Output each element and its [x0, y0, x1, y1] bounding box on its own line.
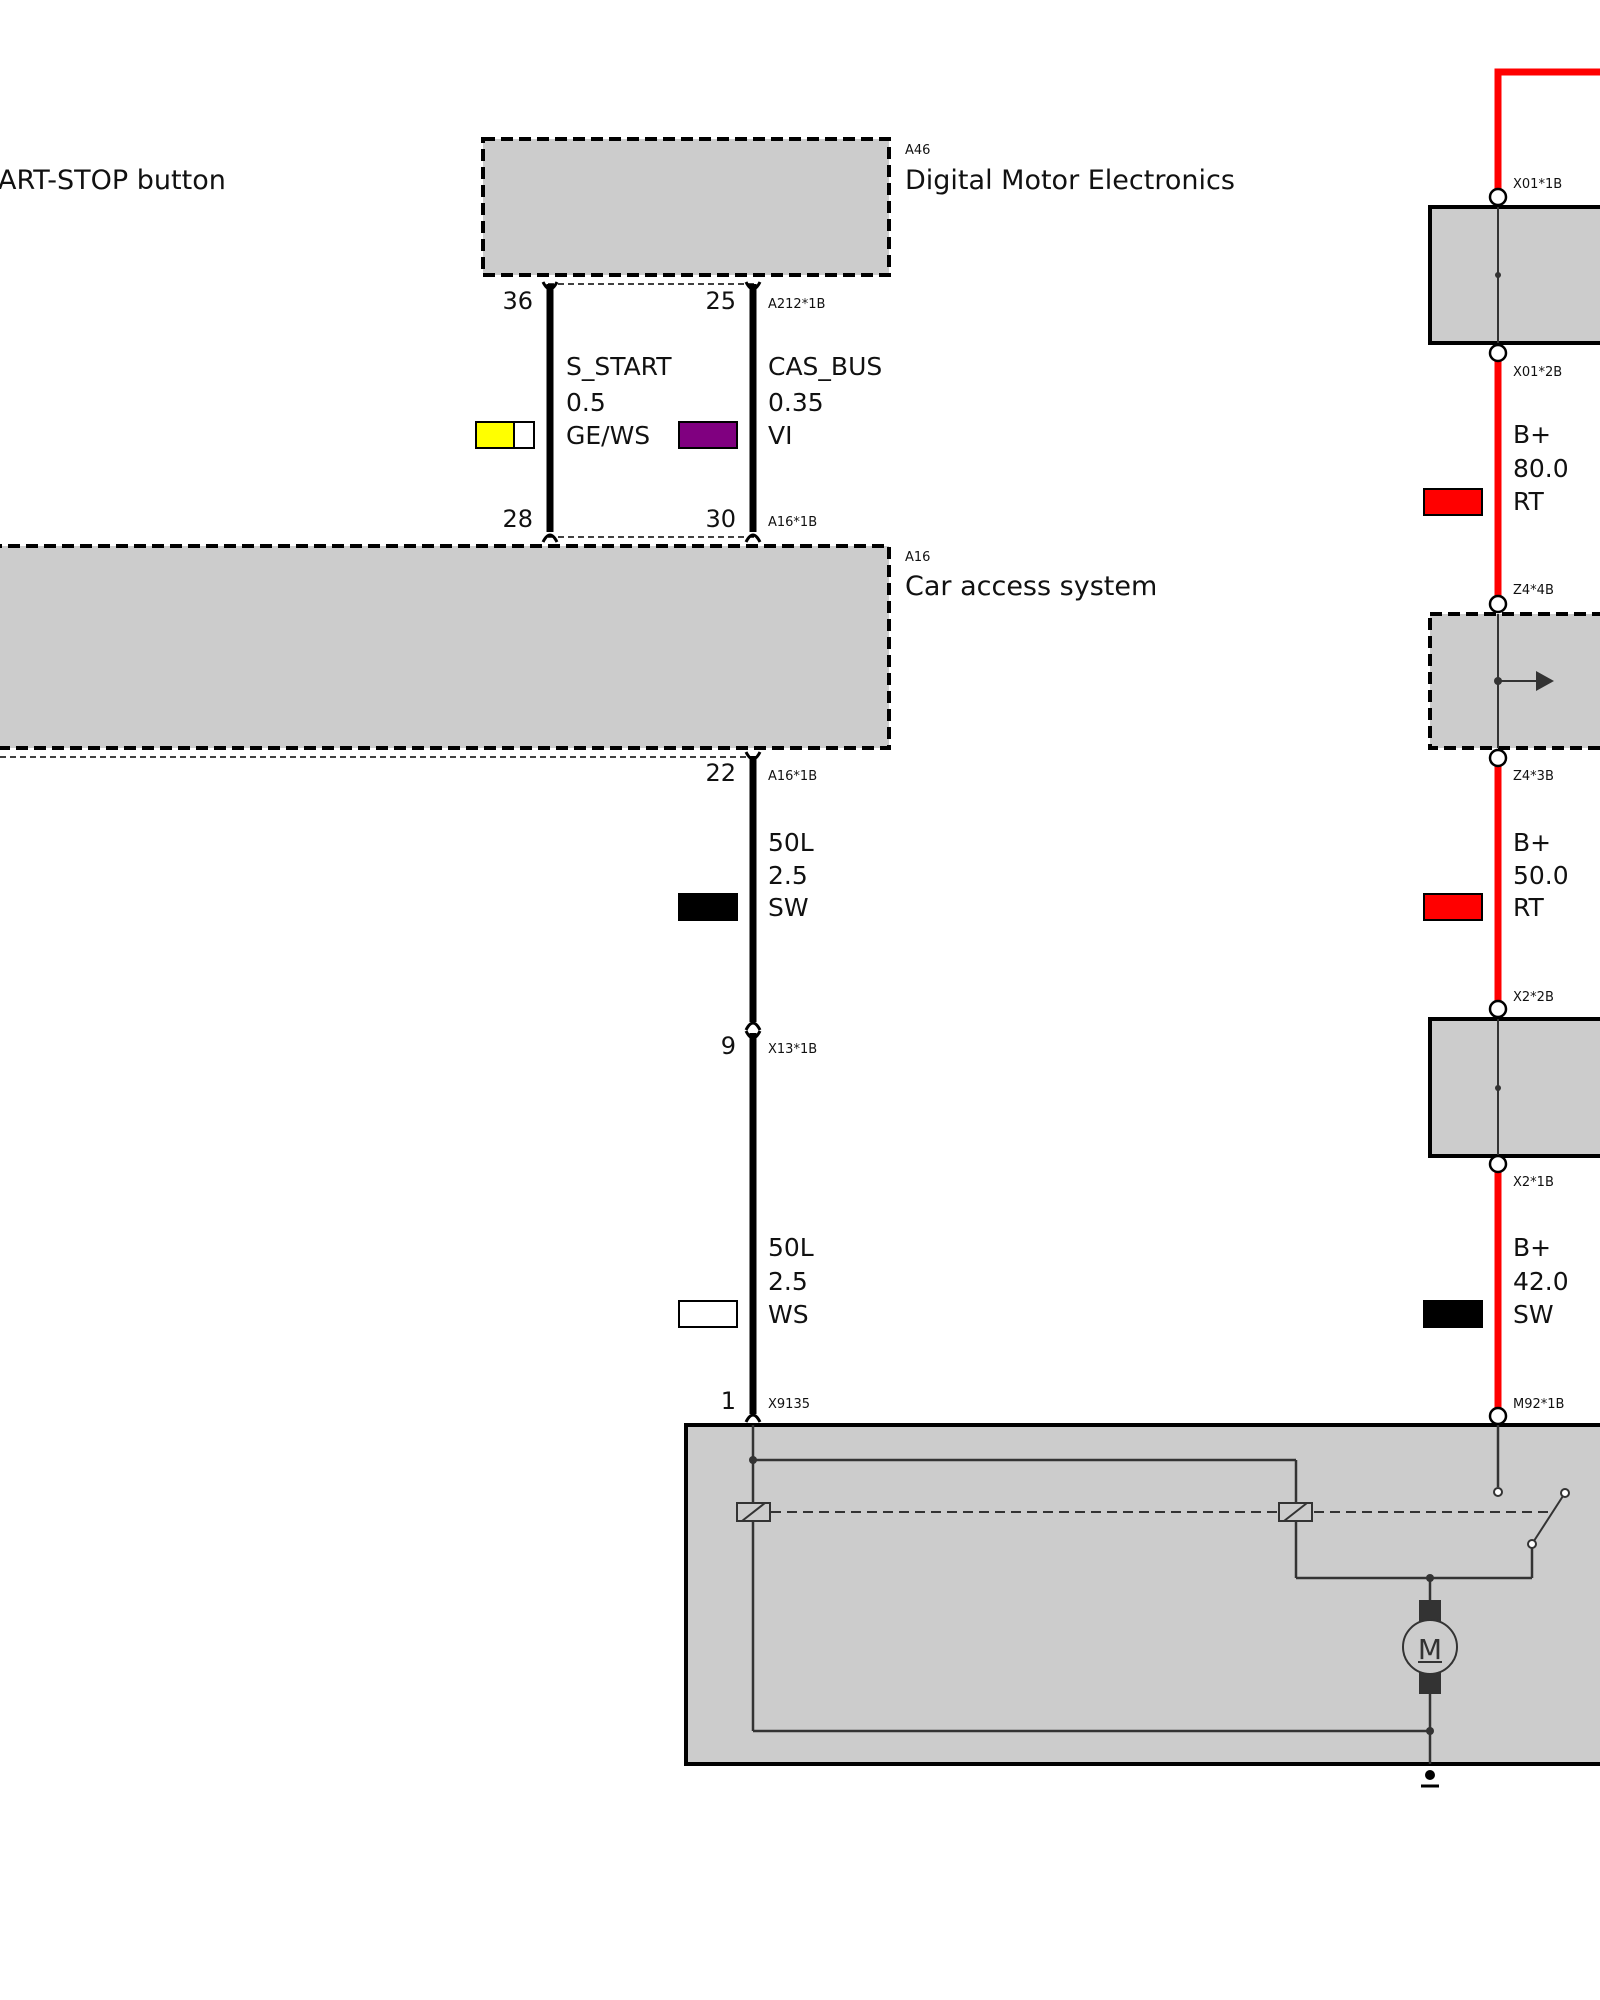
relay-coil-icon [1278, 1502, 1313, 1522]
wire-swatch-s-start [475, 421, 535, 449]
starter-box [684, 1423, 1600, 1766]
wire-bplus-80-color: RT [1513, 487, 1545, 516]
cas-name: Car access system [905, 571, 1157, 602]
wire-bplus-80-size: 80.0 [1513, 454, 1569, 483]
switch-icon [1493, 1487, 1570, 1549]
wire-swatch-l50-ws [678, 1300, 738, 1328]
terminal-x01-2b[interactable] [1488, 343, 1508, 363]
ground-icon [1421, 1770, 1439, 1788]
wire-50l-ws-size: 2.5 [768, 1267, 808, 1296]
dme-name: Digital Motor Electronics [905, 165, 1235, 196]
wire-50l-sw-color: SW [768, 893, 809, 922]
pin-9: 9 [721, 1032, 736, 1060]
wire-s-start-color: GE/WS [566, 421, 650, 450]
connector-a16-1b-top: A16*1B [768, 515, 817, 530]
connector-m92-1b: M92*1B [1513, 1397, 1564, 1412]
start-stop-name: ART-STOP button [0, 165, 226, 196]
connector-x01-2b: X01*2B [1513, 365, 1562, 380]
terminal-x2-1b[interactable] [1488, 1154, 1508, 1174]
terminal-x01-1b[interactable] [1488, 187, 1508, 207]
motor-icon: M [1402, 1600, 1458, 1694]
connector-x2-1b: X2*1B [1513, 1175, 1554, 1190]
dme-id: A46 [905, 143, 930, 158]
wire-bplus-50-size: 50.0 [1513, 861, 1569, 890]
pin-25: 25 [705, 287, 736, 315]
connector-x9135: X9135 [768, 1397, 810, 1412]
wire-50l-sw[interactable] [744, 751, 762, 1031]
wire-cas-bus[interactable] [744, 281, 762, 543]
svg-text:M: M [1418, 1633, 1442, 1666]
terminal-x2-2b[interactable] [1488, 999, 1508, 1019]
wire-50l-ws-color: WS [768, 1300, 809, 1329]
wire-50l-sw-signal: 50L [768, 828, 814, 857]
wire-50l-sw-size: 2.5 [768, 861, 808, 890]
terminal-z4-4b[interactable] [1488, 594, 1508, 614]
wire-s-start-size: 0.5 [566, 388, 606, 417]
connector-z4-3b: Z4*3B [1513, 769, 1554, 784]
wire-bplus-80-signal: B+ [1513, 420, 1551, 449]
wire-50l-ws-signal: 50L [768, 1233, 814, 1262]
connector-a212-1b: A212*1B [768, 297, 825, 312]
pin-28: 28 [502, 505, 533, 533]
wire-bplus-42-size: 42.0 [1513, 1267, 1569, 1296]
pin-36: 36 [502, 287, 533, 315]
cas-id: A16 [905, 550, 930, 565]
connector-a16-1b-bottom: A16*1B [768, 769, 817, 784]
arrow-icon [1536, 671, 1554, 691]
wire-cas-bus-signal: CAS_BUS [768, 352, 882, 381]
module-x01-box [1428, 205, 1600, 345]
dme-box [481, 137, 891, 277]
pin-22: 22 [705, 759, 736, 787]
wire-swatch-bplus-50 [1423, 893, 1483, 921]
relay-coil-icon [736, 1502, 771, 1522]
wire-swatch-bplus-80 [1423, 488, 1483, 516]
wire-bplus-42-color: SW [1513, 1300, 1554, 1329]
module-x2-box [1428, 1017, 1600, 1158]
wire-swatch-l50-sw [678, 893, 738, 921]
wire-s-start[interactable] [541, 281, 559, 543]
connector-housing-a212 [548, 283, 755, 538]
wire-bplus-42-signal: B+ [1513, 1233, 1551, 1262]
connector-z4-4b: Z4*4B [1513, 583, 1554, 598]
connector-x2-2b: X2*2B [1513, 990, 1554, 1005]
cas-box [0, 544, 891, 750]
terminal-z4-3b[interactable] [1488, 748, 1508, 768]
wire-swatch-cas-bus [678, 421, 738, 449]
wire-bplus-50-signal: B+ [1513, 828, 1551, 857]
wire-bplus-50-color: RT [1513, 893, 1545, 922]
battery-line[interactable] [1494, 68, 1600, 1414]
connector-x01-1b: X01*1B [1513, 177, 1562, 192]
wire-cas-bus-size: 0.35 [768, 388, 824, 417]
pin-1: 1 [721, 1387, 736, 1415]
connector-x13-1b: X13*1B [768, 1042, 817, 1057]
terminal-m92-1b[interactable] [1488, 1406, 1508, 1426]
wire-swatch-bplus-42 [1423, 1300, 1483, 1328]
pin-30: 30 [705, 505, 736, 533]
wire-cas-bus-color: VI [768, 421, 792, 450]
wire-s-start-signal: S_START [566, 352, 672, 381]
wire-50l-ws[interactable] [744, 1030, 762, 1423]
